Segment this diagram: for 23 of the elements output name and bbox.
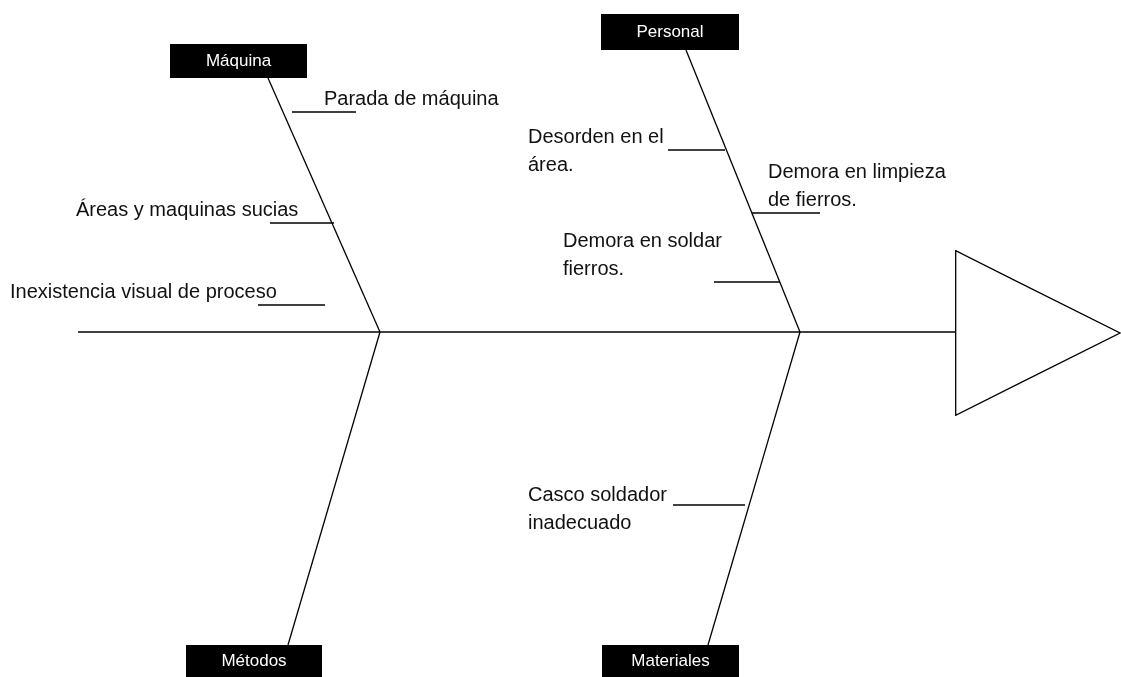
leader-line [713, 281, 781, 283]
bone-line [267, 77, 381, 333]
bone-line [707, 331, 801, 646]
bone-line [685, 49, 801, 333]
leader-line [672, 504, 746, 506]
category-label: Máquina [170, 44, 307, 78]
cause-text: Áreas y maquinas sucias [76, 195, 326, 223]
cause-text: Demora en limpieza de fierros. [768, 157, 953, 213]
leader-line [751, 212, 821, 214]
leader-line [257, 304, 326, 306]
cause-text: Desorden en el área. [528, 122, 668, 178]
leader-line [269, 222, 335, 224]
leader-line [291, 111, 357, 113]
category-label: Métodos [186, 645, 322, 677]
cause-text: Demora en soldar fierros. [563, 226, 738, 282]
cause-text: Casco soldador inadecuado [528, 480, 673, 536]
category-label: Materiales [602, 645, 739, 677]
cause-text: Parada de máquina [324, 84, 524, 112]
leader-line [667, 149, 726, 151]
spine-line [77, 331, 956, 333]
cause-text: Inexistencia visual de proceso [10, 277, 310, 305]
bone-line [287, 331, 381, 646]
category-label: Personal [601, 14, 739, 50]
